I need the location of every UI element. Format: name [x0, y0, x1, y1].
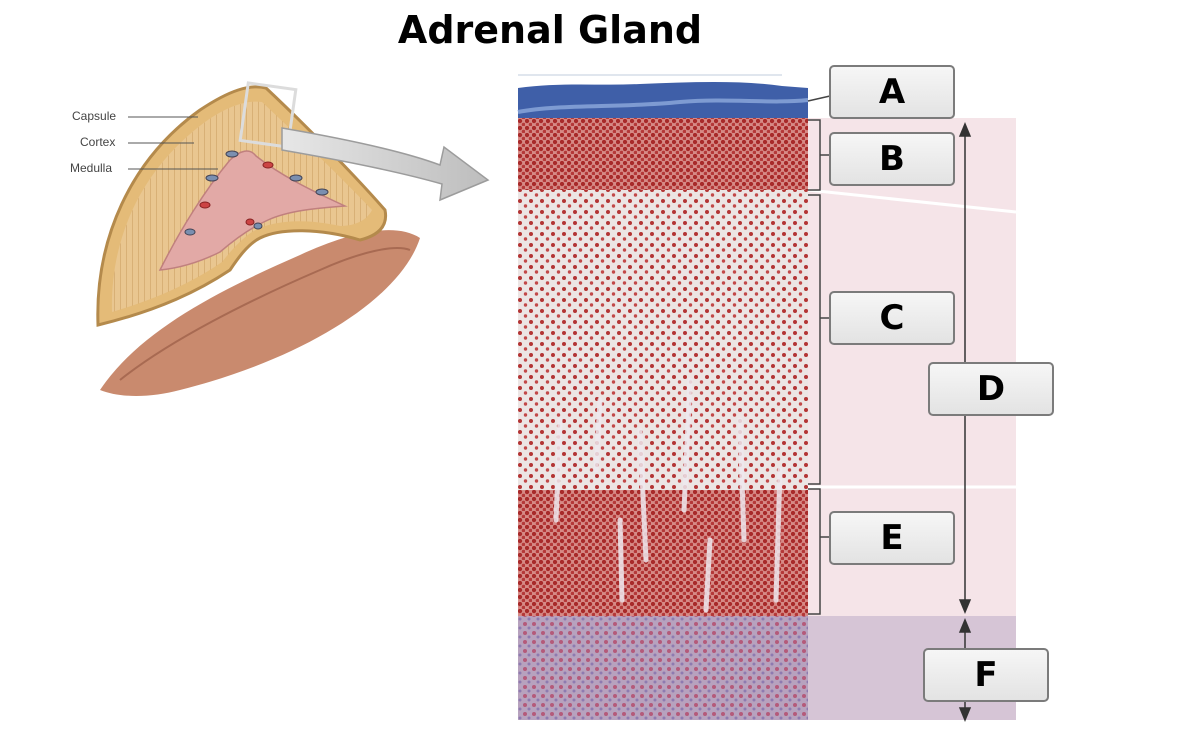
layer-box-c[interactable]: C [829, 291, 955, 345]
layer-box-e[interactable]: E [829, 511, 955, 565]
histology-micrograph [517, 74, 809, 720]
zoom-arrow [281, 127, 490, 202]
d-arrow [958, 122, 972, 614]
layer-box-a[interactable]: A [829, 65, 955, 119]
c-bracket [808, 194, 830, 485]
b-bracket [808, 119, 830, 191]
capsule-label: Capsule [72, 109, 117, 123]
inset-selection-box [238, 81, 298, 149]
page-title: Adrenal Gland [397, 8, 703, 52]
gland-medulla [158, 150, 348, 271]
kidney-tissue [100, 230, 420, 396]
layer-box-d[interactable]: D [928, 362, 1054, 416]
a-leader [807, 95, 831, 102]
layer-box-f[interactable]: F [923, 648, 1049, 702]
e-bracket [808, 488, 830, 615]
f-arrow [958, 618, 972, 722]
layer-box-b[interactable]: B [829, 132, 955, 186]
medulla-label: Medulla [70, 161, 113, 175]
cortex-label: Cortex [80, 135, 116, 149]
